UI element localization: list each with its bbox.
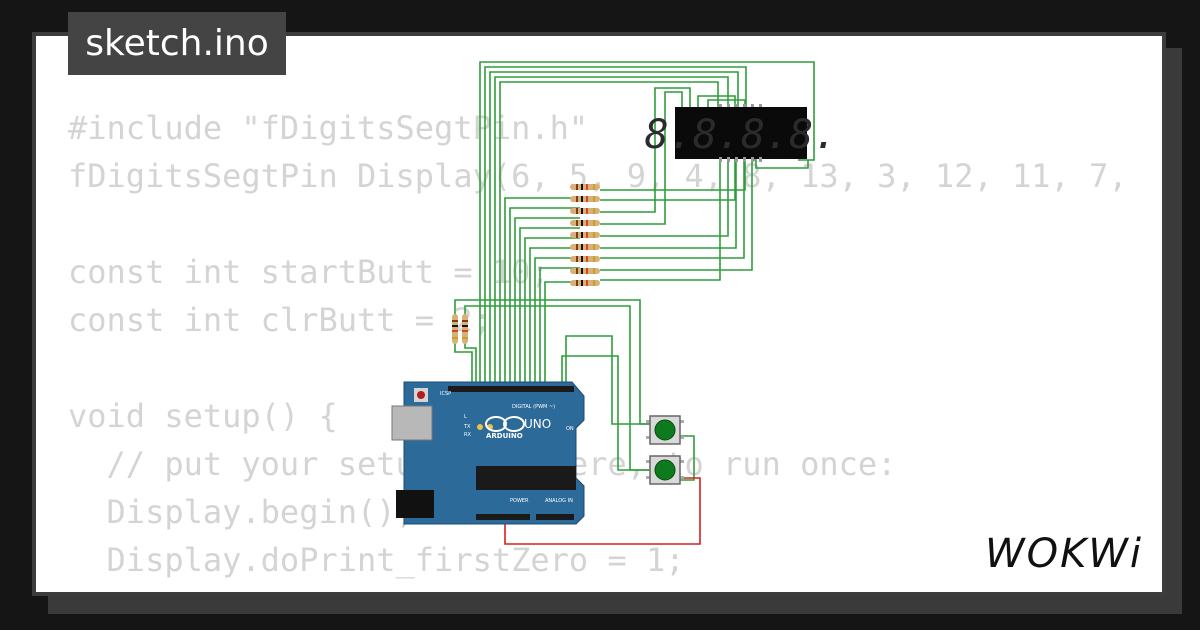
resistor (570, 196, 600, 202)
digital-label: DIGITAL (PWM ~) (512, 404, 555, 410)
rx-label: RX (464, 432, 471, 438)
resistor (570, 256, 600, 262)
resistor (570, 184, 600, 190)
button-resistors (452, 314, 468, 344)
button-cap[interactable] (654, 419, 676, 441)
display-pins-top (719, 104, 762, 109)
code-line: fDigitsSegtPin Display(6, 5, 9, 4, 8, 13… (68, 157, 1128, 195)
segment-resistors (570, 184, 600, 286)
resistor (570, 220, 600, 226)
clear-pushbutton[interactable] (646, 455, 684, 485)
microcontroller-chip (476, 466, 576, 490)
resistor (570, 232, 600, 238)
display-wires (454, 61, 815, 481)
display-digits: 8.8.8.8. (645, 112, 838, 158)
power-header (476, 514, 530, 520)
icsp-label: ICSP (440, 391, 451, 397)
resistor (570, 208, 600, 214)
code-line: #include "fDigitsSegtPin.h" (68, 109, 589, 147)
on-label: ON (566, 426, 574, 432)
analog-label: ANALOG IN (545, 498, 573, 504)
l-label: L (464, 414, 467, 420)
board-model: UNO (524, 417, 551, 431)
arduino-uno-board[interactable]: UNO ARDUINO DIGITAL (PWM ~) POWER ANALOG… (391, 381, 585, 525)
ground-wire (504, 477, 701, 545)
digital-header (448, 386, 574, 392)
seven-segment-display[interactable]: 8.8.8.8. (645, 104, 838, 162)
resistor (570, 268, 600, 274)
power-jack (396, 490, 434, 518)
analog-header (536, 514, 574, 520)
wokwi-logo[interactable]: WOKWi (972, 525, 1156, 577)
resistor (452, 314, 458, 344)
start-pushbutton[interactable] (646, 415, 684, 445)
project-card[interactable]: #include "fDigitsSegtPin.h" fDigitsSegtPi… (32, 32, 1166, 596)
resistor (570, 280, 600, 286)
code-line: Display.doPrint_firstZero = 1; (68, 541, 685, 579)
tx-label: TX (463, 424, 471, 430)
code-line: void setup() { (68, 397, 338, 435)
reset-button[interactable] (417, 391, 425, 399)
logo-text: WOKWi (985, 531, 1143, 577)
button-cap[interactable] (654, 459, 676, 481)
board-brand: ARDUINO (486, 432, 523, 440)
resistor (462, 314, 468, 344)
display-pins-bottom (719, 157, 762, 162)
code-preview: #include "fDigitsSegtPin.h" fDigitsSegtPi… (68, 104, 1128, 584)
arduino-logo (485, 416, 507, 432)
usb-port (391, 405, 433, 441)
resistor (570, 244, 600, 250)
code-line: Display.begin(); (68, 493, 415, 531)
file-tab[interactable]: sketch.ino (68, 12, 286, 75)
power-label: POWER (510, 498, 529, 504)
code-line: const int clrButt = 2; (68, 301, 492, 339)
